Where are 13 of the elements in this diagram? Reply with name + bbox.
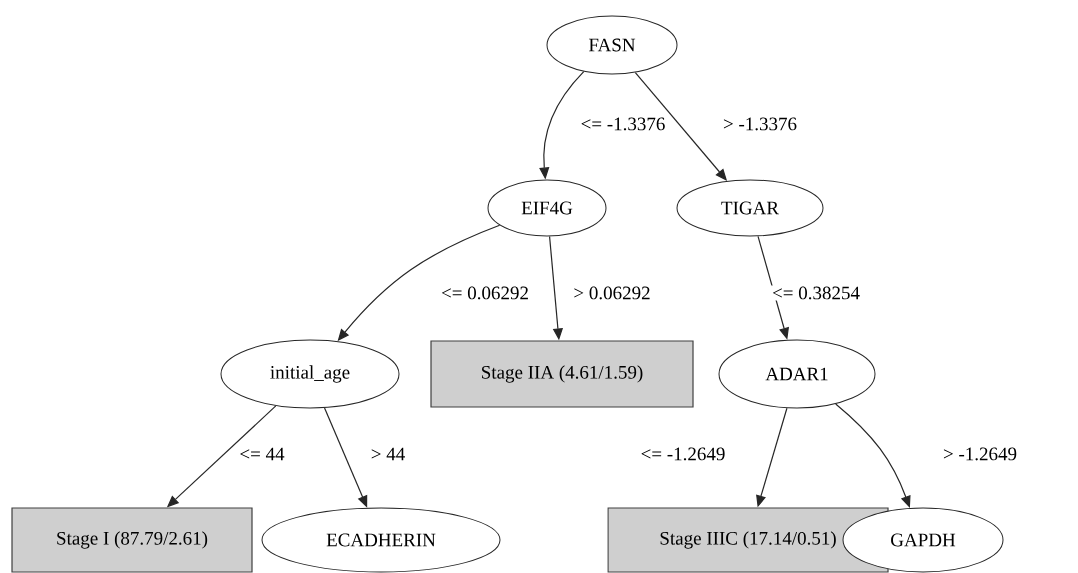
node-label: GAPDH <box>891 533 956 547</box>
edge-label: <= -1.3376 <box>579 116 667 132</box>
edge-label: <= 44 <box>238 446 286 462</box>
leaf-box: Stage IIA (4.61/1.59) <box>430 340 694 408</box>
edge-label: > 0.06292 <box>572 285 652 301</box>
arrow <box>835 403 911 508</box>
edge-label: <= 0.38254 <box>771 285 861 301</box>
edge-label: <= -1.2649 <box>639 446 727 462</box>
edge-label: <= 0.06292 <box>440 285 530 301</box>
edge-label: > 44 <box>369 446 407 462</box>
leaf-box: Stage I (87.79/2.61) <box>11 507 253 573</box>
edge-label: > -1.2649 <box>942 446 1019 462</box>
edge-label: > -1.3376 <box>722 116 799 132</box>
